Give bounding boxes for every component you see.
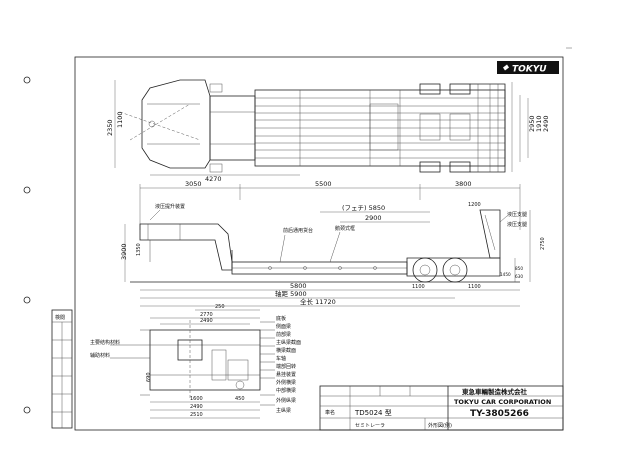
section-dim-2490a: 2490 [200, 318, 213, 324]
side-dim-3050: 3050 [185, 180, 202, 188]
side-dim-5500: 5500 [315, 180, 332, 188]
title-model-label: 車名 [325, 409, 335, 416]
title-company-en: TOKYU CAR CORPORATION [454, 398, 551, 406]
section-dim-1600: 1600 [190, 396, 203, 402]
section-label-main-girder: 主纵梁截面 [276, 339, 301, 346]
side-label-gooseneck-frame: 鹅颈式框 [335, 225, 355, 232]
side-dim-3800: 3800 [455, 180, 472, 188]
top-view: 2350 1100 4270 2950 1910 2490 [106, 79, 550, 183]
top-dim-2350: 2350 [106, 119, 114, 136]
side-view: 3050 5500 3800 (フェチ) 5850 2900 3900 1350… [120, 180, 546, 307]
top-dim-1910: 1910 [535, 115, 543, 132]
side-dim-overall: 全长 11720 [300, 297, 336, 306]
section-label-outer-girder: 外侧纵梁 [276, 397, 296, 404]
section-dim-2490b: 2490 [190, 404, 203, 410]
section-label-sub-material: 辅助材料 [90, 352, 110, 359]
section-dim-250: 250 [215, 304, 225, 310]
top-dim-2490: 2490 [542, 115, 550, 132]
section-label-floor: 底板 [276, 315, 286, 322]
margin-table: 検閲 [51, 309, 73, 429]
wheel-rear [442, 257, 468, 283]
top-dim-4270: 4270 [205, 175, 222, 183]
section-label-front-beam: 前部梁 [276, 331, 291, 338]
section-dim-2770: 2770 [200, 312, 213, 318]
section-label-side-beam: 侧面梁 [276, 323, 291, 330]
top-dim-2950: 2950 [528, 115, 536, 132]
section-label-mid-cross: 中部横梁 [276, 387, 296, 394]
section-dim-2510: 2510 [190, 412, 203, 418]
title-model: TD5024 型 [354, 408, 392, 417]
title-spec: 外形図(例) [428, 422, 452, 429]
logo-emblem-icon [503, 64, 509, 71]
title-block: 車名 TD5024 型 セミトレーラ 外形図(例) 東急車輛製造株式会社 TOK… [319, 385, 564, 431]
section-dim-450: 450 [235, 396, 245, 402]
logo-text: TOKYU [512, 65, 547, 75]
side-dim-wheelbase: 轴距 5900 [275, 289, 307, 298]
section-label-end-rotation: 端部回转 [276, 363, 296, 370]
section-label-axle: 车轴 [276, 355, 286, 362]
wheel-front [412, 257, 438, 283]
top-dim-1100: 1100 [116, 111, 124, 128]
section-label-outer-cross: 外侧横梁 [276, 379, 296, 386]
section-label-main-material: 主要结构材料 [90, 339, 120, 346]
margin-table-header: 検閲 [55, 314, 65, 321]
section-label-main-longitudinal: 主纵梁 [276, 407, 291, 414]
side-dim-2900: 2900 [365, 214, 382, 222]
section-view: 主要结构材料 辅助材料 底板 侧面梁 前部梁 主纵梁截面 横梁截面 车轴 端部回… [90, 304, 301, 419]
drawing-border [74, 56, 564, 431]
side-label-hydraulic-lift: 液压提升装置 [155, 203, 185, 210]
side-dim-5850: (フェチ) 5850 [342, 204, 385, 212]
section-label-cross-member: 横梁截面 [276, 347, 296, 354]
side-label-leg-a: 液压支腿 [507, 211, 527, 218]
side-label-leg-b: 液压支腿 [507, 221, 527, 228]
side-dim-2750: 2750 [540, 237, 546, 250]
side-dim-630: 630 [515, 274, 523, 279]
side-dim-1100b: 1100 [468, 284, 481, 290]
side-dim-3900: 3900 [120, 243, 128, 260]
section-label-suspension: 悬挂装置 [276, 371, 296, 378]
side-dim-1100a: 1100 [412, 284, 425, 290]
side-label-deck: 前后通用货台 [283, 227, 313, 234]
title-drawing-number: TY-3805266 [470, 409, 529, 419]
tokyu-logo: TOKYU [497, 61, 559, 75]
section-dim-690: 690 [146, 372, 152, 382]
side-dim-1350: 1350 [136, 243, 142, 256]
binder-holes [23, 76, 31, 414]
side-dim-1450: 1450 [500, 272, 511, 277]
title-series: セミトレーラ [355, 423, 385, 429]
title-company-jp: 東急車輛製造株式会社 [462, 387, 528, 396]
side-dim-850: 850 [515, 266, 523, 271]
side-dim-5800: 5800 [290, 282, 307, 290]
side-dim-1200: 1200 [468, 202, 481, 208]
